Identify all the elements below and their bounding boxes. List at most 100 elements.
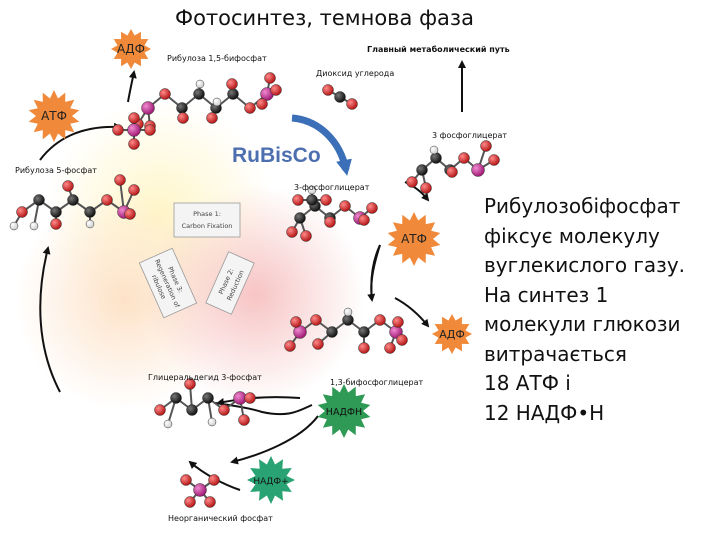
hydrogen-atom xyxy=(207,417,217,427)
phase1-box: Phase 1: Carbon Fixation xyxy=(173,202,241,238)
carbon-atom xyxy=(202,392,214,404)
label-main-pathway: Главный метаболический путь xyxy=(367,44,510,54)
oxygen-atom xyxy=(384,342,396,354)
badge-adp-top-label: АДФ xyxy=(117,42,145,56)
oxygen-atom xyxy=(244,102,256,114)
oxygen-atom xyxy=(324,216,336,228)
arrow-to-ribulose-bisphosphate xyxy=(127,70,137,103)
calvin-cycle-diagram: Phase 1: Carbon Fixation Phase 2: Reduct… xyxy=(9,29,510,523)
molecule-bisphosphoglycerate xyxy=(284,307,408,354)
oxygen-atom xyxy=(300,230,312,242)
hydrogen-atom xyxy=(29,221,39,231)
arrow-ribulose-5p-up xyxy=(39,122,122,161)
arrow-adp-out xyxy=(394,297,430,328)
carbon-atom xyxy=(170,392,182,404)
label-pga-top: 3 фосфоглицерат xyxy=(432,131,507,140)
molecule-ribulose-bisphosphate xyxy=(132,72,282,132)
oxygen-atom xyxy=(62,180,74,192)
molecules-group xyxy=(9,72,500,508)
hydrogen-atom xyxy=(307,185,317,195)
badge-atp-left-label: АТФ xyxy=(41,109,67,123)
phase1-label: Phase 1: xyxy=(193,210,221,218)
carbon-atom xyxy=(176,102,188,114)
oxygen-atom xyxy=(256,98,268,110)
carbon-atom xyxy=(334,91,346,103)
hydrogen-atom xyxy=(85,219,95,229)
oxygen-atom xyxy=(238,414,250,426)
oxygen-atom xyxy=(488,154,500,166)
hydrogen-atom xyxy=(212,97,222,107)
carbon-atom xyxy=(193,88,205,100)
oxygen-atom xyxy=(204,496,216,508)
oxygen-atom xyxy=(320,194,332,206)
oxygen-atom xyxy=(322,84,334,96)
label-pga-mid: 3-фосфоглицерат xyxy=(294,183,370,192)
oxygen-atom xyxy=(358,214,370,226)
oxygen-atom xyxy=(284,340,296,352)
phase2-box: Phase 2: Reduction xyxy=(205,251,255,315)
oxygen-atom xyxy=(128,138,140,150)
page-title: Фотосинтез, темнова фаза xyxy=(175,6,474,30)
rubisco-label: RuBisCo xyxy=(232,144,321,167)
side-text: Рибулозобіфосфат фіксує молекулу вуглеки… xyxy=(484,192,716,428)
oxygen-atom xyxy=(420,182,432,194)
label-carbon-dioxide: Диоксид углерода xyxy=(316,69,394,78)
oxygen-atom xyxy=(50,218,62,230)
oxygen-atom xyxy=(358,342,370,354)
oxygen-atom xyxy=(101,194,113,206)
badge-nadp-label: НАДФ+ xyxy=(253,477,288,487)
oxygen-atom xyxy=(206,112,218,124)
oxygen-atom xyxy=(264,72,276,84)
oxygen-atom xyxy=(218,404,230,416)
carbon-atom xyxy=(227,88,239,100)
label-ribulose-5p: Рибулоза 5-фосфат xyxy=(15,166,97,175)
molecule-pga-mid-1 xyxy=(286,200,378,242)
oxygen-atom xyxy=(346,98,358,110)
oxygen-atom xyxy=(244,392,256,404)
oxygen-atom xyxy=(154,404,166,416)
carbon-atom xyxy=(306,194,318,206)
hydrogen-atom xyxy=(343,307,353,317)
oxygen-atom xyxy=(458,152,470,164)
side-text-line: молекули глюкози xyxy=(484,312,681,336)
label-glyceraldehyde: Глицеральдегид 3-фосфат xyxy=(148,373,262,382)
oxygen-atom xyxy=(128,184,140,196)
molecule-ribulose-5p xyxy=(9,174,140,231)
oxygen-atom xyxy=(177,112,189,124)
carbon-atom xyxy=(358,326,370,338)
phosphorus-atom xyxy=(471,163,485,177)
oxygen-atom xyxy=(144,124,156,136)
badge-nadph: НАДФН xyxy=(317,384,371,438)
side-text-line: витрачається xyxy=(484,341,627,366)
molecule-ribulose-5p-upper xyxy=(112,112,156,150)
oxygen-atom xyxy=(480,140,492,152)
phosphorus-atom xyxy=(141,101,155,115)
hydrogen-atom xyxy=(9,221,19,231)
oxygen-atom xyxy=(446,166,458,178)
oxygen-atom xyxy=(392,316,404,328)
label-bisphosphoglycerate: 1,3-бифосфоглицерат xyxy=(330,378,423,387)
carbon-atom xyxy=(67,194,79,206)
oxygen-atom xyxy=(310,314,322,326)
label-ribulose-bisphosphate: Рибулоза 1,5-бифосфат xyxy=(167,54,267,63)
phosphorus-atom xyxy=(127,123,141,137)
carbon-atom xyxy=(326,326,338,338)
arrow-left-side xyxy=(39,246,61,393)
oxygen-atom xyxy=(396,334,408,346)
oxygen-atom xyxy=(114,174,126,186)
badge-adp-top: АДФ xyxy=(111,29,151,69)
oxygen-atom xyxy=(226,78,238,90)
molecule-glyceraldehyde xyxy=(154,378,256,429)
oxygen-atom xyxy=(312,338,324,350)
arrow-to-phosphate xyxy=(230,415,319,465)
oxygen-atom xyxy=(112,124,124,136)
carbon-atom xyxy=(33,194,45,206)
carbon-atom xyxy=(84,206,96,218)
badge-adp-right-label: АДФ xyxy=(439,328,465,341)
hydrogen-atom xyxy=(429,145,439,155)
molecule-pga-top xyxy=(406,140,500,194)
oxygen-atom xyxy=(339,200,351,212)
carbon-atom xyxy=(430,152,442,164)
phosphorus-atom xyxy=(193,483,207,497)
hydrogen-atom xyxy=(195,79,205,89)
